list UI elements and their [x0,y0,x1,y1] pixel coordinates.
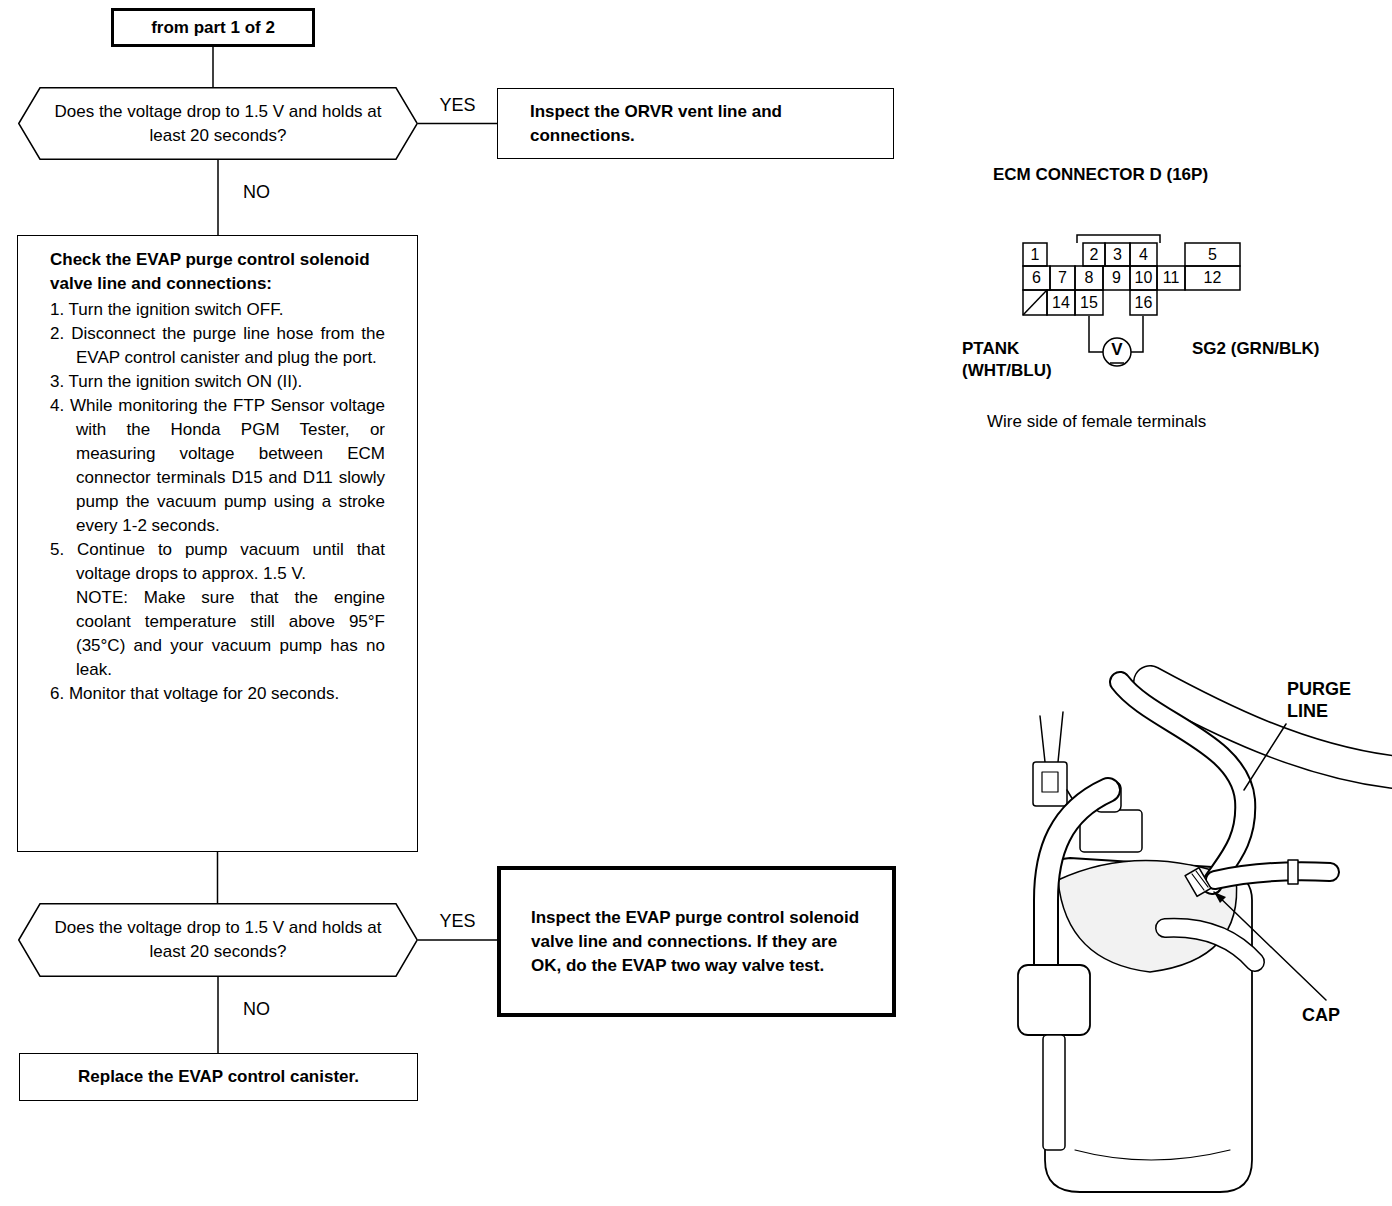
branch-label: YES [436,910,478,932]
procedure-step: 6. Monitor that voltage for 20 seconds. [50,682,385,706]
procedure-box: Check the EVAP purge control solenoid va… [17,235,418,852]
pin-number: 3 [1105,243,1130,266]
part-name: PURGE LINE [1287,678,1367,722]
box-text: Inspect the ORVR vent line and connectio… [530,100,861,148]
pin-number: 14 [1047,290,1075,315]
evap-canister [1018,682,1392,1192]
procedure-step: 1. Turn the ignition switch OFF. [50,298,385,322]
pin-number: 16 [1130,290,1157,315]
box-text: Replace the EVAP control canister. [30,1065,407,1089]
flow-line [418,939,497,941]
pin-number: 4 [1130,243,1157,266]
procedure-step: 2. Disconnect the purge line hose from t… [50,322,385,370]
flow-line [217,977,219,1053]
branch-label: NO [240,181,273,203]
hexagon-outline [18,87,418,160]
pin-number: 9 [1103,266,1130,290]
decision-hexagon: Does the voltage drop to 1.5 V and holds… [18,87,418,160]
procedure-step: 5. Continue to pump vacuum until that vo… [50,538,385,586]
voltmeter-symbol: V [1106,339,1128,361]
action-box: Inspect the ORVR vent line and connectio… [497,88,894,159]
connector-title: ECM CONNECTOR D (16P) [993,164,1208,186]
procedure-step: NOTE: Make sure that the engine coolant … [50,586,385,682]
flow-line [217,160,219,235]
pin-number: 1 [1023,243,1047,266]
pin-number: 8 [1075,266,1103,290]
pin-number: 10 [1130,266,1157,290]
ecm-connector [1023,235,1240,315]
view-note: Wire side of female terminals [987,411,1206,433]
box-text: from part 1 of 2 [122,16,304,40]
hexagon-outline [18,903,418,977]
branch-label: NO [240,998,273,1020]
pin-number: 15 [1075,290,1103,315]
box-text: Inspect the EVAP purge control solenoid … [531,906,862,978]
signal-name: PTANK (WHT/BLU) [962,338,1062,382]
procedure-step: 3. Turn the ignition switch ON (II). [50,370,385,394]
procedure-heading: Check the EVAP purge control solenoid va… [50,248,385,296]
pin-number: 5 [1185,243,1240,266]
part-name: CAP [1302,1004,1340,1026]
pin-number: 6 [1023,266,1050,290]
result-box: Replace the EVAP control canister. [19,1053,418,1101]
pin-number: 12 [1185,266,1240,290]
flow-line [418,123,497,125]
branch-label: YES [436,94,478,116]
result-box: Inspect the EVAP purge control solenoid … [497,866,896,1017]
pin-number: 11 [1157,266,1185,290]
flow-line [217,852,219,903]
flow-line [212,47,214,87]
box-text: Does the voltage drop to 1.5 V and holds… [52,100,384,148]
pin-number: 2 [1083,243,1105,266]
pin-number: 7 [1050,266,1075,290]
start-box: from part 1 of 2 [111,8,315,47]
voltmeter [1089,316,1143,366]
signal-name: SG2 (GRN/BLK) [1192,338,1320,360]
box-text: Does the voltage drop to 1.5 V and holds… [52,916,384,964]
decision-hexagon: Does the voltage drop to 1.5 V and holds… [18,903,418,977]
procedure-step: 4. While monitoring the FTP Sensor volta… [50,394,385,538]
